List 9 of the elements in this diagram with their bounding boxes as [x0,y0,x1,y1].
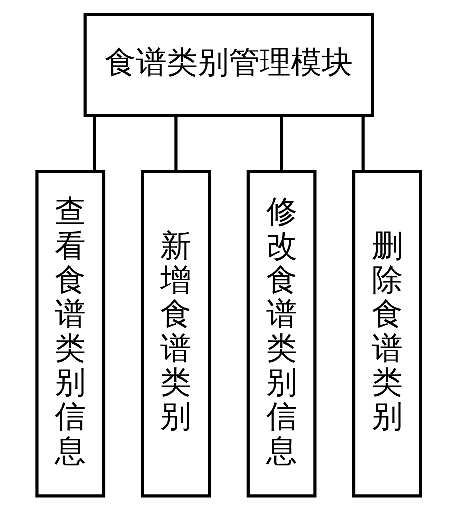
connector [280,116,284,172]
connector [174,116,178,172]
node-box: 新增食谱类别 [141,170,212,498]
node-box: 食谱类别管理模块 [84,13,374,118]
node-box: 删除食谱类别 [352,170,422,498]
node-box: 修改食谱类别信息 [246,170,317,498]
connector [362,116,365,172]
connector [93,116,96,172]
node-box: 查看食谱类别信息 [36,170,106,498]
